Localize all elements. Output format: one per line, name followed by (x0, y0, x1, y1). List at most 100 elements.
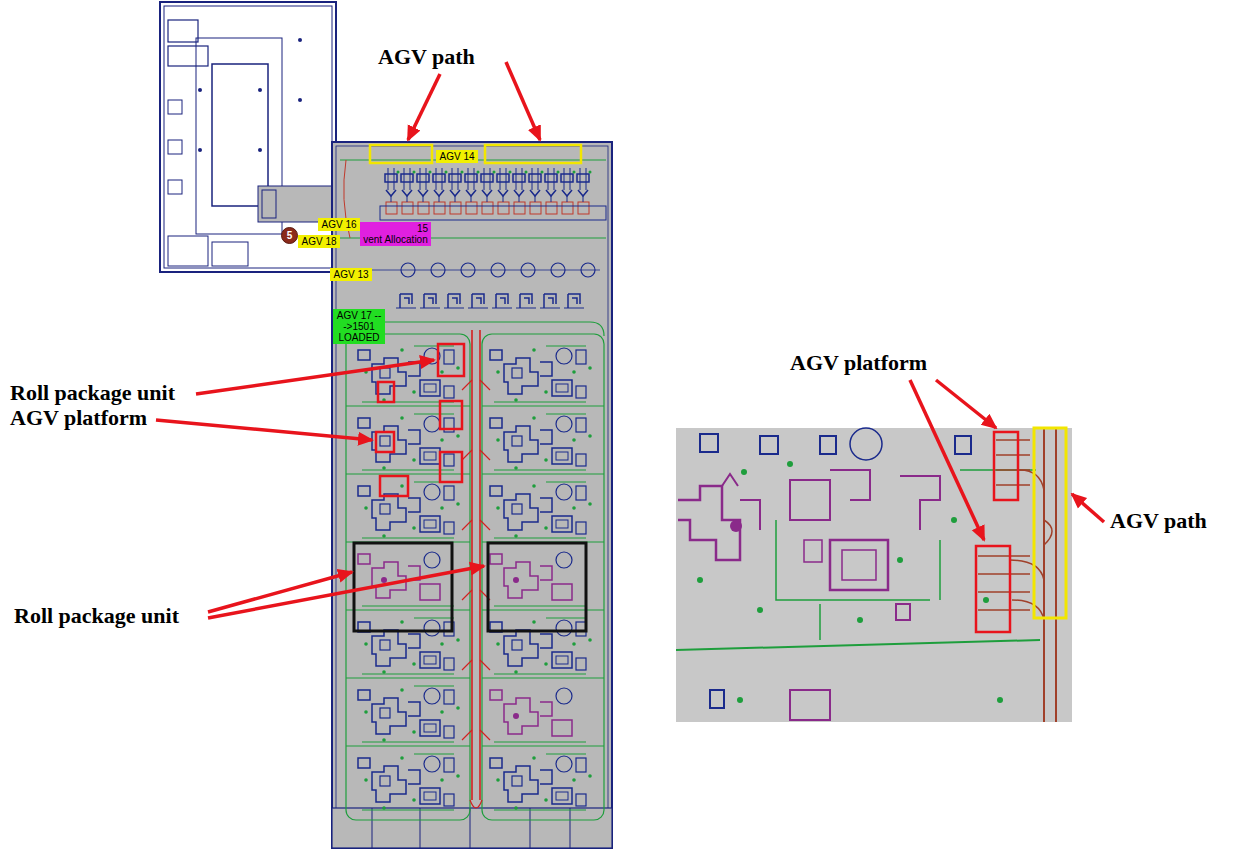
inset-view (1044, 428, 1056, 722)
station-row (444, 294, 464, 308)
left-building (168, 140, 182, 154)
station-row (420, 294, 440, 308)
unit-grid (490, 552, 586, 606)
callout-arrow (196, 360, 434, 394)
tag-text: AGV 13 (333, 269, 369, 280)
inset-view (951, 517, 957, 523)
left-building (298, 98, 302, 102)
tag-text: AGV 18 (301, 236, 337, 247)
inset-view (1010, 470, 1044, 620)
inset-view (994, 432, 1018, 500)
inset-view (741, 469, 747, 475)
tag-text: 15 (363, 223, 428, 234)
agv-route (471, 330, 473, 800)
inset-view (790, 480, 830, 520)
highlight-box (378, 382, 394, 402)
inset-view (842, 550, 876, 580)
machine-row (417, 168, 432, 214)
inset-view (830, 540, 888, 590)
unit-grid (358, 414, 460, 470)
left-building (258, 88, 262, 92)
inset-view (955, 436, 971, 454)
tag-text: AGV 14 (439, 151, 475, 162)
inset-view (996, 440, 1030, 485)
main-floor (336, 146, 608, 844)
highlight-box (370, 145, 432, 163)
machine-row (481, 168, 496, 214)
callout-arrow (936, 380, 996, 428)
machine-row (433, 168, 448, 214)
station-row (516, 294, 536, 308)
callout-label: AGV path (378, 44, 475, 69)
highlight-box (488, 543, 586, 631)
circle-row (370, 263, 600, 277)
inset-view (676, 428, 1072, 722)
machine-row (577, 168, 592, 214)
agv-route (470, 800, 482, 808)
highlight-box (354, 145, 586, 631)
agv-route (346, 334, 470, 820)
inset-view (900, 476, 940, 530)
inset-view (1044, 520, 1052, 545)
agv-tag: AGV 16 (318, 218, 360, 231)
agv-route (346, 678, 470, 679)
main-floor (420, 808, 421, 848)
station-row (540, 294, 560, 308)
main-floor (332, 142, 612, 848)
main-floor (570, 808, 571, 848)
left-building (160, 2, 336, 272)
left-building (198, 148, 202, 152)
unit-grid (490, 346, 592, 402)
inset-view (730, 520, 742, 532)
callout-arrow (910, 380, 984, 540)
machine-row (513, 168, 528, 214)
left-building (164, 6, 332, 268)
highlight-box (485, 145, 581, 163)
machine-row (449, 168, 464, 214)
highlight-box (440, 452, 462, 482)
machine-row (465, 168, 480, 214)
highlight-box (440, 401, 462, 429)
circle-row (370, 270, 600, 271)
agv-marker: 5 (281, 227, 298, 244)
inset-view (710, 690, 724, 708)
tag-text: 5 (282, 230, 297, 241)
unit-grid (490, 688, 586, 742)
unit-grid (490, 618, 592, 674)
agv-route (346, 474, 470, 475)
agv-status-tag: AGV 17 --->1501 LOADED (333, 309, 385, 344)
agv-route (482, 678, 604, 679)
agv-route (346, 746, 470, 747)
main-floor (332, 808, 612, 848)
left-building (160, 2, 336, 272)
callout-arrow (506, 62, 540, 140)
agv-route (346, 406, 470, 407)
unit-grid (358, 346, 460, 402)
machine-row (497, 168, 512, 214)
inset-view (676, 640, 1040, 650)
machine-row (385, 168, 400, 214)
machine-row (529, 168, 544, 214)
unit-grid (490, 482, 592, 538)
station-row (360, 294, 604, 336)
unit-grid (490, 754, 592, 810)
left-building (258, 148, 262, 152)
agv-tag: AGV 13 (330, 268, 372, 281)
machine-row (380, 206, 606, 220)
station-row (396, 294, 416, 308)
agv-route (482, 406, 604, 407)
inset-view (676, 428, 1072, 722)
left-building (262, 190, 276, 218)
callout-label: AGV platform (790, 350, 927, 375)
inset-view (697, 577, 703, 583)
left-building (198, 88, 202, 92)
callout-arrow (408, 74, 440, 140)
main-floor (530, 808, 531, 848)
inset-view (897, 557, 903, 563)
main-floor (332, 142, 612, 848)
left-building (212, 64, 268, 206)
inset-view (983, 597, 989, 603)
left-building (168, 236, 208, 266)
